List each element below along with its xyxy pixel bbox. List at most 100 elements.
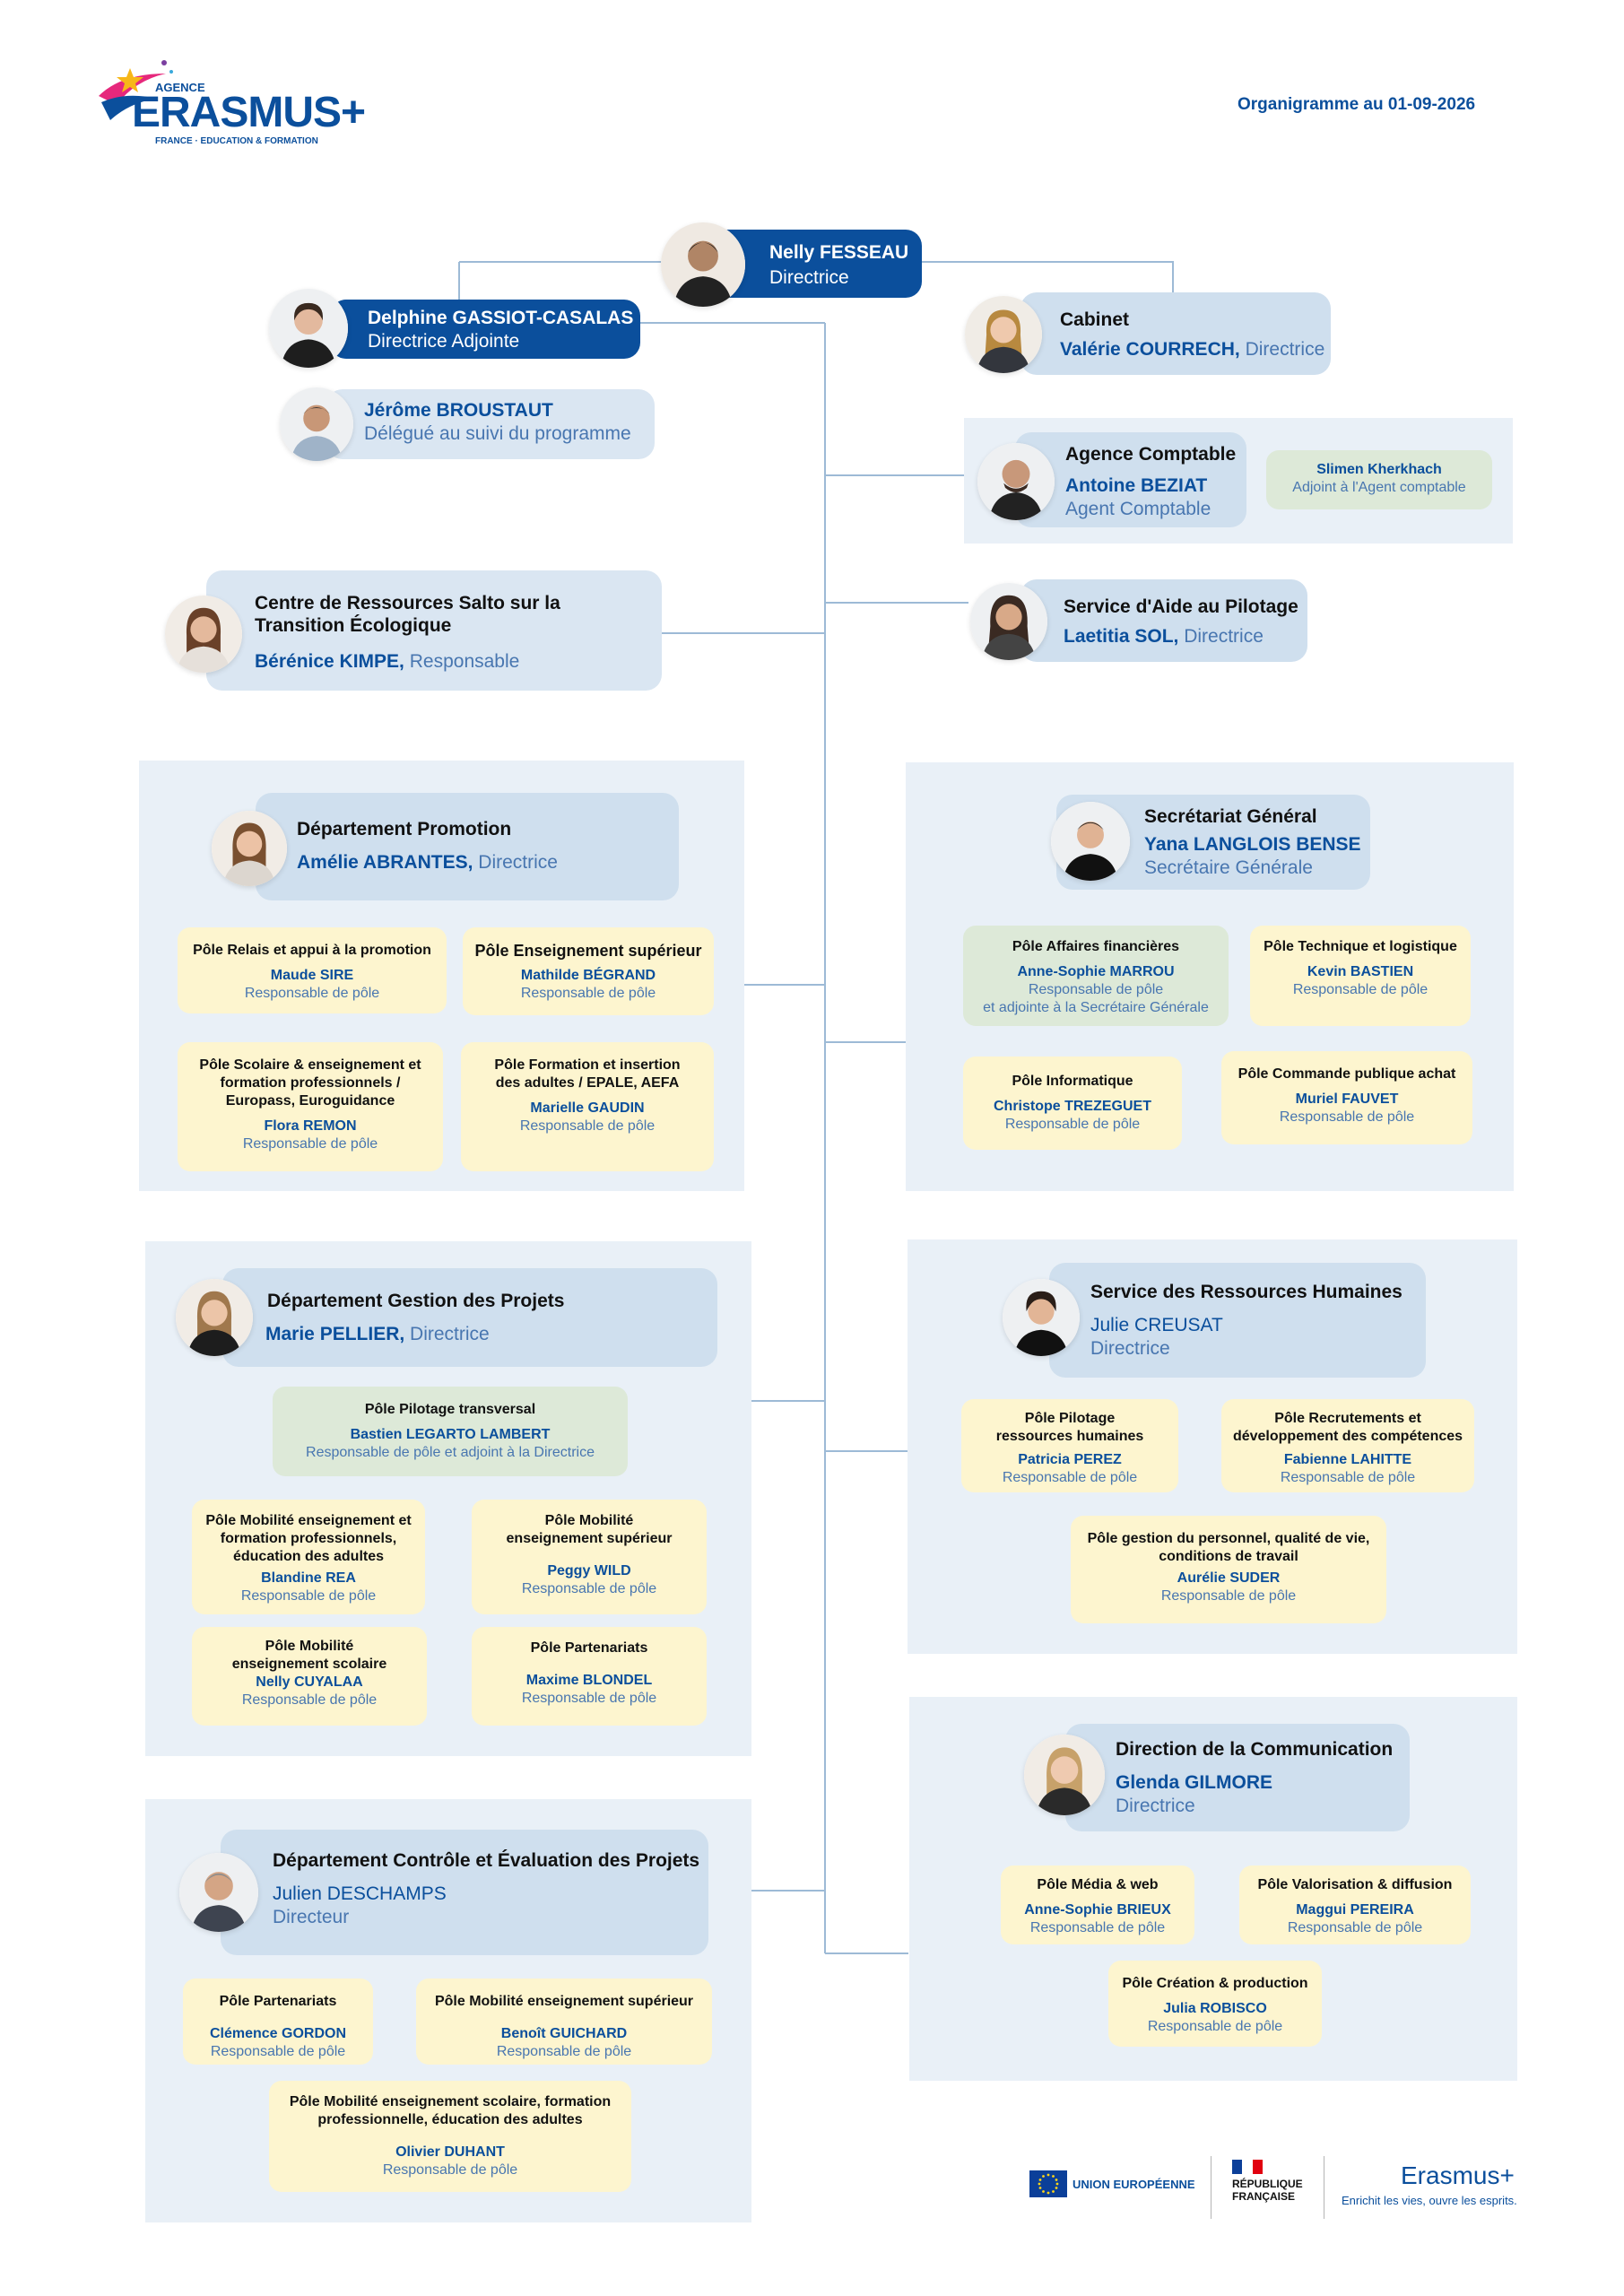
director-name: Nelly FESSEAU	[769, 242, 909, 263]
person-icon	[965, 296, 1042, 373]
rf-line2: FRANÇAISE	[1232, 2190, 1296, 2203]
secretariat-pole-card: Pôle Commande publique achat Muriel FAUV…	[1221, 1051, 1472, 1144]
secretariat-pole-card: Pôle Informatique Christope TREZEGUET Re…	[963, 1057, 1182, 1150]
projects-pole-card: Pôle Mobilité enseignement et formation …	[192, 1500, 425, 1614]
promotion-name: Amélie ABRANTES,	[297, 852, 473, 873]
pole-title: Pôle Mobilité enseignement supérieur	[434, 1994, 694, 2009]
communication-pole-card: Pôle Média & web Anne-Sophie BRIEUX Resp…	[1001, 1866, 1194, 1944]
person-icon	[1003, 1279, 1080, 1356]
assistant-role: Adjoint à l'Agent comptable	[1292, 480, 1466, 495]
logo-erasmus-text: ERASMUS+	[132, 89, 366, 136]
pole-name: Fabienne LAHITTE	[1283, 1452, 1412, 1467]
pole-role: Responsable de pôle	[1280, 1470, 1416, 1485]
pole-title: Pôle Scolaire & enseignement et formatio…	[199, 1057, 421, 1109]
pole-title: Pôle Mobilité enseignement supérieur	[506, 1513, 673, 1546]
pole-role: Responsable de pôle	[496, 2044, 632, 2059]
deputy-avatar	[269, 289, 348, 368]
hr-pole-card: Pôle gestion du personnel, qualité de vi…	[1071, 1516, 1386, 1623]
salto-card: Centre de Ressources Salto sur la Transi…	[206, 570, 662, 691]
projects-pole-card: Pôle Mobilité enseignement scolaire Nell…	[192, 1627, 427, 1726]
person-icon	[179, 1853, 258, 1932]
pole-role: Responsable de pôle	[521, 1691, 657, 1706]
pole-name: Maxime BLONDEL	[525, 1673, 653, 1688]
pole-role: Responsable de pôle	[382, 2162, 518, 2178]
control-title: Département Contrôle et Évaluation des P…	[273, 1850, 700, 1871]
pole-title: Pôle Mobilité enseignement et formation …	[205, 1513, 412, 1564]
projects-avatar	[176, 1279, 253, 1356]
pole-title: Pôle Mobilité enseignement scolaire	[231, 1639, 387, 1672]
delegate-name: Jérôme BROUSTAUT	[364, 400, 553, 421]
logo-subtitle-text: FRANCE · EDUCATION & FORMATION	[155, 136, 318, 146]
secretariat-name: Yana LANGLOIS BENSE	[1144, 834, 1361, 855]
steering-card: Service d'Aide au Pilotage Laetitia SOL,…	[1020, 579, 1307, 662]
promotion-title: Département Promotion	[297, 819, 512, 839]
control-name: Julien DESCHAMPS	[273, 1883, 447, 1904]
hr-pole-card: Pôle Pilotage ressources humaines Patric…	[961, 1399, 1178, 1492]
pole-title: Pôle Informatique	[1012, 1074, 1133, 1089]
secretariat-role: Secrétaire Générale	[1144, 857, 1313, 878]
control-role: Directeur	[273, 1907, 350, 1927]
pole-role: Responsable de pôle	[1029, 1920, 1166, 1935]
hr-avatar	[1003, 1279, 1080, 1356]
secretariat-pole-card: Pôle Affaires financières Anne-Sophie MA…	[963, 926, 1229, 1026]
pole-name: Anne-Sophie BRIEUX	[1024, 1902, 1171, 1918]
pole-role: Responsable de pôle	[521, 1581, 657, 1596]
accounting-assistant-card: Slimen Kherkhach Adjoint à l'Agent compt…	[1266, 450, 1492, 509]
rf-line1: RÉPUBLIQUE	[1232, 2178, 1303, 2190]
pole-name: Maggui PEREIRA	[1296, 1902, 1414, 1918]
promotion-role: Directrice	[473, 852, 558, 873]
promotion-pole-card: Pôle Enseignement supérieur Mathilde BÉG…	[463, 927, 714, 1015]
person-icon	[212, 811, 287, 886]
person-icon	[970, 583, 1047, 660]
pole-name: Aurélie SUDER	[1177, 1570, 1281, 1586]
pole-role: Responsable de pôle	[520, 986, 656, 1001]
salto-title: Centre de Ressources Salto sur la Transi…	[255, 593, 560, 636]
hr-title: Service des Ressources Humaines	[1090, 1282, 1403, 1302]
pole-role: Responsable de pôle	[210, 2044, 346, 2059]
delegate-role: Délégué au suivi du programme	[364, 423, 631, 444]
projects-person: Marie PELLIER, Directrice	[265, 1324, 490, 1345]
pole-name: Christope TREZEGUET	[993, 1099, 1151, 1114]
republique-logo: RÉPUBLIQUE FRANÇAISE	[1232, 2160, 1313, 2222]
communication-name: Glenda GILMORE	[1116, 1772, 1273, 1793]
cabinet-title: Cabinet	[1060, 309, 1130, 330]
communication-pole-card: Pôle Valorisation & diffusion Maggui PER…	[1239, 1866, 1471, 1944]
projects-role: Directrice	[404, 1324, 490, 1344]
control-head-card: Département Contrôle et Évaluation des P…	[221, 1830, 708, 1955]
pole-name: Marielle GAUDIN	[530, 1100, 645, 1116]
deputy-role: Directrice Adjointe	[368, 331, 520, 352]
promotion-head-card: Département Promotion Amélie ABRANTES, D…	[256, 793, 679, 900]
accounting-name: Antoine BEZIAT	[1065, 475, 1208, 496]
projects-name: Marie PELLIER,	[265, 1324, 405, 1344]
eu-label: UNION EUROPÉENNE	[1073, 2178, 1195, 2191]
communication-pole-card: Pôle Création & production Julia ROBISCO…	[1108, 1961, 1322, 2047]
person-icon	[977, 443, 1055, 520]
cabinet-person: Valérie COURRECH, Directrice	[1060, 339, 1324, 361]
pole-role: Responsable de pôle	[1002, 1470, 1138, 1485]
pole-title: Pôle Valorisation & diffusion	[1257, 1877, 1453, 1892]
accounting-role: Agent Comptable	[1065, 499, 1211, 519]
cabinet-card: Cabinet Valérie COURRECH, Directrice	[1020, 292, 1331, 375]
pole-name: Olivier DUHANT	[395, 2144, 505, 2160]
pole-role: Responsable de pôle	[242, 1136, 378, 1152]
pole-title: Pôle Affaires financières	[1012, 939, 1180, 954]
pole-name: Blandine REA	[261, 1570, 356, 1586]
secretariat-avatar	[1051, 802, 1130, 881]
cabinet-role: Directrice	[1239, 339, 1325, 360]
promotion-pole-card: Pôle Relais et appui à la promotion Maud…	[178, 927, 447, 1013]
pole-name: Anne-Sophie MARROU	[1017, 964, 1175, 979]
pole-role: Responsable de pôle	[1028, 982, 1164, 997]
pole-name: Peggy WILD	[547, 1563, 631, 1578]
promotion-person: Amélie ABRANTES, Directrice	[297, 852, 558, 874]
projects-transversal-card: Pôle Pilotage transversal Bastien LEGART…	[273, 1387, 628, 1476]
hr-name: Julie CREUSAT	[1090, 1315, 1223, 1335]
pole-title: Pôle Pilotage transversal	[364, 1402, 536, 1417]
promotion-avatar	[212, 811, 287, 886]
pole-role: Responsable de pôle et adjoint à la Dire…	[306, 1445, 595, 1460]
pole-name: Nelly CUYALAA	[256, 1674, 363, 1690]
pole-title: Pôle Commande publique achat	[1238, 1066, 1456, 1082]
promotion-pole-card: Pôle Formation et insertion des adultes …	[461, 1042, 714, 1171]
pole-name: Julia ROBISCO	[1163, 2001, 1267, 2016]
steering-person: Laetitia SOL, Directrice	[1064, 626, 1264, 648]
control-pole-card: Pôle Mobilité enseignement scolaire, for…	[269, 2081, 631, 2192]
